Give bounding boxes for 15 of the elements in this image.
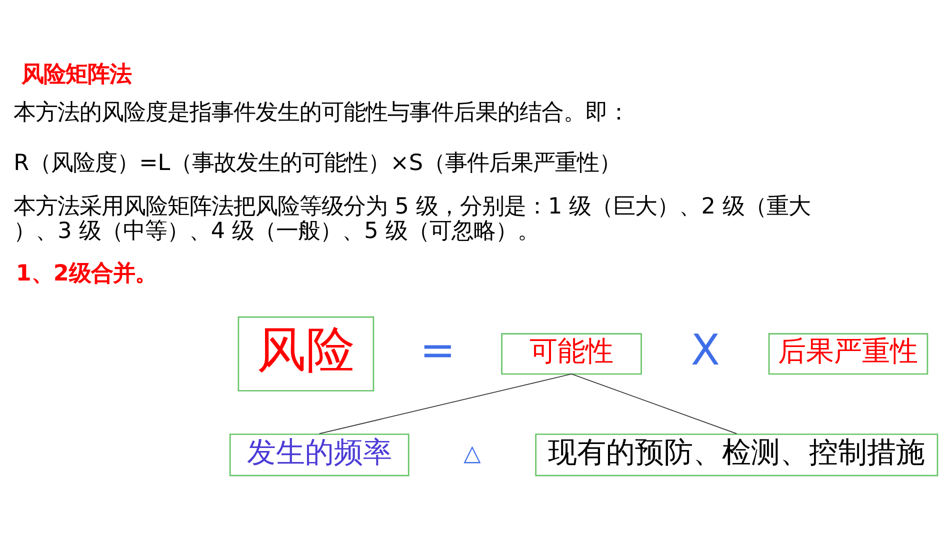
label: R（风险度）=L（事故发生的可能性）×S（事件后果严重性） (14, 149, 622, 176)
connector (571, 373, 738, 434)
label: △ (464, 440, 481, 466)
node-box: 可能性 (501, 332, 642, 374)
diagram-title: 风险矩阵法 (21, 61, 132, 88)
label: = (420, 324, 456, 374)
label: 本方法采用风险矩阵法把风险等级分为 5 级，分别是：1 级（巨大）、2 级（重大）、3 级（中等）、4 级（一般）、5 级（可忽略）。 (14, 192, 811, 244)
label: 1、2级合并。 (16, 260, 157, 286)
label: X (690, 324, 720, 374)
connector (318, 373, 572, 434)
node-box: 风险 (238, 316, 374, 391)
label: 本方法的风险度是指事件发生的可能性与事件后果的结合。即： (14, 99, 630, 126)
node-box: 发生的频率 (229, 433, 410, 476)
node-box: 现有的预防、检测、控制措施 (535, 433, 938, 476)
node-box: 后果严重性 (768, 332, 928, 374)
